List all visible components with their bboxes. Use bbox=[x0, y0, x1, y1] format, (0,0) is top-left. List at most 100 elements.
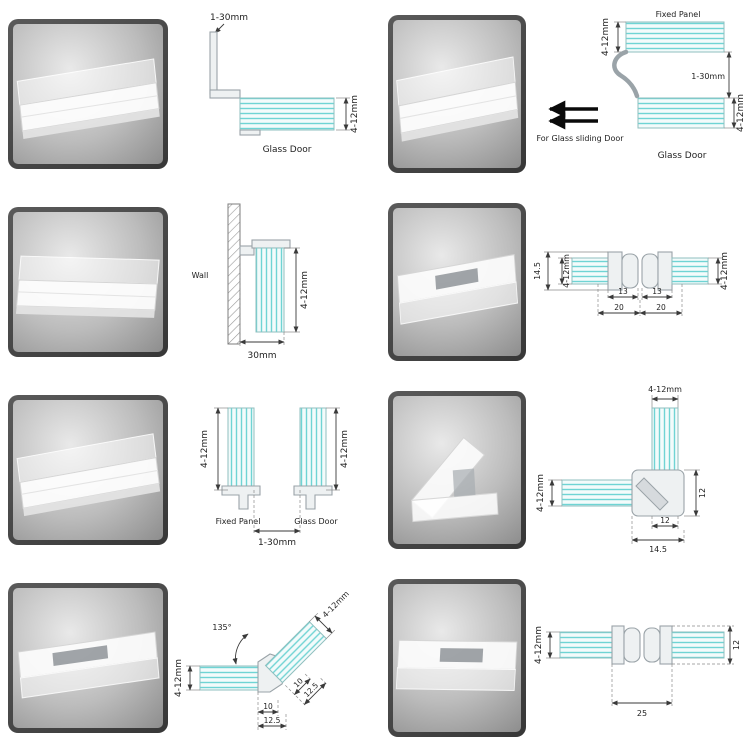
dim-label: 4-12mm bbox=[200, 430, 210, 468]
corner-insert bbox=[452, 468, 476, 497]
dimension-diagram: 4-12mm 4-12mm Fixed Panel Glass Door 1-3… bbox=[200, 407, 350, 548]
fixed-panel-label: Fixed Panel bbox=[216, 517, 261, 526]
seal-strip bbox=[395, 639, 518, 692]
dim-label: 4-12mm bbox=[648, 385, 682, 394]
seal-lip bbox=[239, 129, 261, 136]
seal-strip-photo bbox=[396, 253, 519, 325]
glass-panel-horizontal bbox=[561, 479, 633, 507]
seal-channel bbox=[657, 251, 673, 291]
magnet-bulb bbox=[641, 253, 659, 289]
seal-strip bbox=[396, 56, 519, 142]
seal-channel bbox=[659, 625, 673, 665]
dim-label: 4-12mm bbox=[720, 252, 730, 290]
product-photo bbox=[8, 207, 168, 357]
dim-label: 4-12mm bbox=[174, 659, 184, 697]
product-photo bbox=[8, 583, 168, 733]
fixed-glass-panel bbox=[227, 407, 255, 491]
seal-profile bbox=[612, 49, 640, 99]
seal-profile bbox=[221, 485, 261, 510]
seal-fin bbox=[209, 31, 218, 95]
seal-arm bbox=[209, 89, 241, 99]
glass-panel bbox=[559, 631, 613, 659]
fixed-panel-label: Fixed Panel bbox=[656, 10, 701, 19]
dimension-diagram: 4-12mm 4-12mm 12 12 14.5 bbox=[536, 385, 707, 554]
dim-label: 4-12mm bbox=[536, 474, 546, 512]
dim-label: 4-12mm bbox=[736, 94, 746, 132]
sliding-note-label: For Glass sliding Door bbox=[536, 134, 624, 143]
fixed-glass-panel bbox=[625, 21, 725, 53]
magnet-bulb bbox=[643, 627, 661, 663]
seal-strip bbox=[410, 436, 499, 523]
dimension-diagram: Fixed Panel 4-12mm 1-30mm 4-12mm For Gla… bbox=[536, 10, 746, 161]
glass-panel bbox=[255, 247, 285, 333]
glass-panel-diagonal bbox=[264, 620, 328, 684]
dim-label: 20 bbox=[614, 303, 624, 312]
product-cell-2: Fixed Panel 4-12mm 1-30mm 4-12mm For Gla… bbox=[380, 0, 750, 188]
glass-door-label: Glass Door bbox=[658, 151, 707, 161]
dim-label: 1-30mm bbox=[691, 72, 725, 81]
dim-label: 4-12mm bbox=[321, 589, 351, 619]
seal-strip-photo bbox=[17, 631, 160, 699]
seal-strip bbox=[15, 255, 160, 318]
dim-label: 12 bbox=[660, 516, 670, 525]
seal-strip-photo bbox=[395, 639, 518, 692]
product-cell-7: 4-12mm 10 12.5 135° 4-12mm 10 12.5 bbox=[0, 564, 380, 752]
seal-strip bbox=[16, 433, 161, 517]
glass-panel bbox=[671, 257, 709, 285]
door-glass-panel bbox=[299, 407, 327, 491]
seal-strip-photo bbox=[16, 433, 161, 517]
dim-label: 20 bbox=[656, 303, 666, 312]
door-glass-panel bbox=[637, 97, 725, 129]
dimension-diagram: 4-12mm 12 25 bbox=[534, 625, 741, 718]
dim-label: 14.5 bbox=[649, 545, 667, 554]
dimension-diagram: Wall 4-12mm 30mm bbox=[192, 203, 310, 361]
glass-panel bbox=[239, 97, 335, 131]
product-photo bbox=[388, 391, 526, 549]
dim-label: 12.5 bbox=[264, 716, 281, 725]
seal-strip-photo bbox=[16, 58, 160, 140]
dim-label: 13 bbox=[618, 287, 628, 296]
product-cell-1: 1-30mm 4-12mm Glass Door bbox=[0, 0, 380, 188]
seal-profile bbox=[293, 485, 333, 510]
product-cell-8: 4-12mm 12 25 bbox=[380, 564, 750, 752]
dim-label: 4-12mm bbox=[340, 430, 350, 468]
magnet-insert bbox=[52, 645, 109, 667]
product-photo bbox=[8, 395, 168, 545]
wall-label: Wall bbox=[192, 271, 209, 280]
dim-label: 4-12mm bbox=[601, 18, 611, 56]
product-photo bbox=[388, 203, 526, 361]
dim-label: 14.5 bbox=[533, 262, 542, 280]
seal-strip bbox=[17, 631, 160, 699]
dim-label: 4-12mm bbox=[350, 95, 360, 133]
product-cell-5: 4-12mm 4-12mm Fixed Panel Glass Door 1-3… bbox=[0, 376, 380, 564]
product-cell-3: Wall 4-12mm 30mm bbox=[0, 188, 380, 376]
seal-strip bbox=[16, 58, 160, 140]
dimension-diagram: 14.5 4-12mm 4-12mm 13 13 20 20 bbox=[533, 251, 730, 316]
dim-label: 1-30mm bbox=[210, 13, 248, 23]
seal-strip-photo bbox=[410, 436, 499, 523]
dim-label: 12 bbox=[698, 488, 707, 498]
angle-label: 135° bbox=[212, 623, 231, 632]
magnet-bulb bbox=[623, 627, 641, 663]
dim-label: 13 bbox=[652, 287, 662, 296]
glass-panel-vertical bbox=[651, 407, 679, 471]
dim-label: 12.5 bbox=[302, 681, 320, 699]
wall bbox=[227, 203, 241, 345]
seal-strip-photo bbox=[15, 255, 160, 318]
corner-magnet bbox=[635, 477, 669, 511]
glass-panel-horizontal bbox=[199, 665, 259, 691]
glass-panel bbox=[671, 631, 725, 659]
seal-strip bbox=[396, 253, 519, 325]
product-cell-6: 4-12mm 4-12mm 12 12 14.5 bbox=[380, 376, 750, 564]
magnet-insert bbox=[439, 648, 484, 663]
dim-label: 12 bbox=[732, 640, 741, 650]
dim-label: 25 bbox=[637, 709, 647, 718]
seal-stem bbox=[239, 245, 255, 256]
glass-panel bbox=[571, 257, 609, 285]
glass-door-label: Glass Door bbox=[263, 145, 312, 155]
dim-label: 10 bbox=[292, 676, 305, 689]
dim-label: 30mm bbox=[248, 351, 277, 361]
seal-channel bbox=[607, 251, 623, 291]
dim-label: 1-30mm bbox=[258, 538, 296, 548]
